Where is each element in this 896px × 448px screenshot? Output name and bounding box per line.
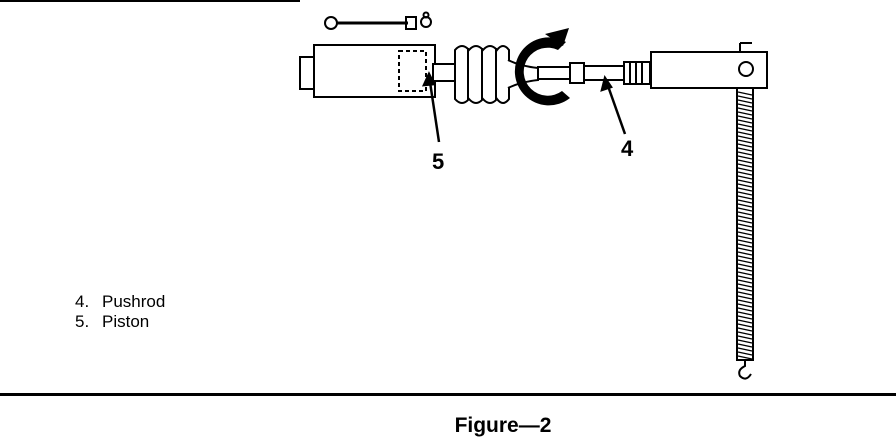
callout-leaders [421,71,627,143]
legend-label: Pushrod [102,292,166,311]
brake-assembly-diagram: 5 4 [299,11,768,380]
return-spring-illustration [736,87,754,380]
snap-ring-illustration [514,28,570,106]
legend-number: 4. [75,292,90,311]
parts-legend: 4. Pushrod 5. Piston [75,292,165,332]
adjuster-tool-illustration [324,11,432,30]
legend-item: 4. Pushrod [75,292,165,312]
clevis-illustration [650,42,768,89]
cylinder-body-illustration [299,44,458,98]
top-rule [0,0,300,2]
legend-item: 5. Piston [75,312,165,332]
legend-label: Piston [102,312,150,331]
figure-caption: Figure—2 [454,414,552,437]
callout-label-4: 4 [621,136,634,161]
legend-number: 5. [75,312,90,331]
pushrod-illustration [537,61,651,85]
callout-label-5: 5 [432,149,444,174]
bottom-rule [0,393,896,396]
